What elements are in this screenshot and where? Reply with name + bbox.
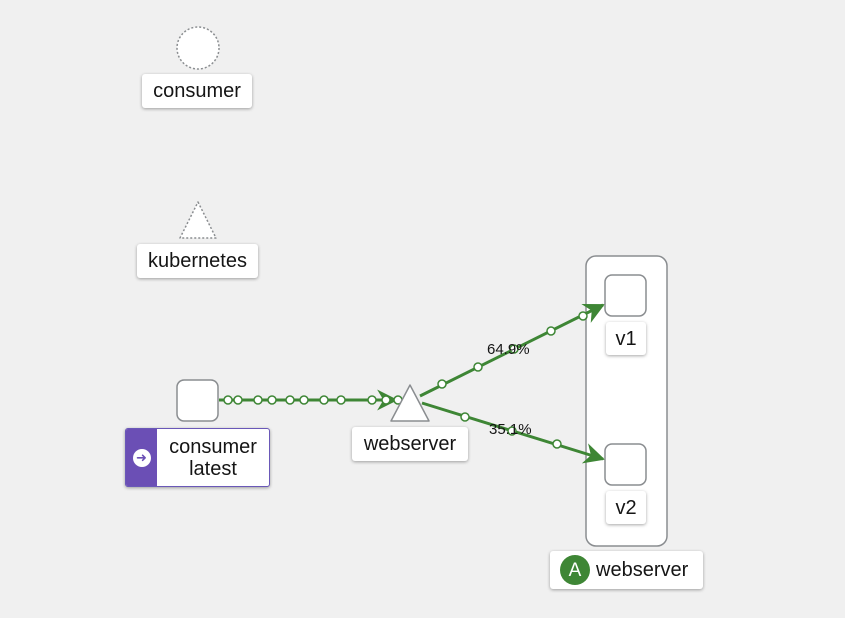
app-badge-icon: A [560,555,590,585]
version-badge: ➜ [126,429,157,486]
consumer-latest-node[interactable] [176,379,219,422]
edge-label-v1: 64.9% [487,341,530,358]
consumer-label[interactable]: consumer [142,74,252,108]
edge-webserver-to-v1[interactable] [419,303,605,398]
workload-version: latest [189,457,237,480]
workload-name: consumer [169,435,257,458]
app-group-name: webserver [596,559,689,581]
edge-consumer-to-webserver[interactable] [219,389,403,411]
consumer-node[interactable] [176,26,220,70]
v2-node[interactable] [604,443,647,486]
consumer-latest-label[interactable]: ➜ consumer latest [125,428,270,487]
webserver-service-label[interactable]: webserver [352,427,468,461]
kubernetes-node[interactable] [179,201,217,239]
kubernetes-label[interactable]: kubernetes [137,244,258,278]
traffic-dots [460,412,562,449]
traffic-dots [437,311,588,389]
webserver-service-node[interactable] [390,384,430,422]
traffic-dots [223,395,403,405]
arrow-circle-right-icon: ➜ [132,448,151,467]
edge-label-v2: 35.1% [489,421,532,438]
app-group-label[interactable]: A webserver [550,551,703,589]
v2-label[interactable]: v2 [606,491,646,524]
v1-node[interactable] [604,274,647,317]
v1-label[interactable]: v1 [606,322,646,355]
edge-webserver-to-v2[interactable] [421,401,606,464]
